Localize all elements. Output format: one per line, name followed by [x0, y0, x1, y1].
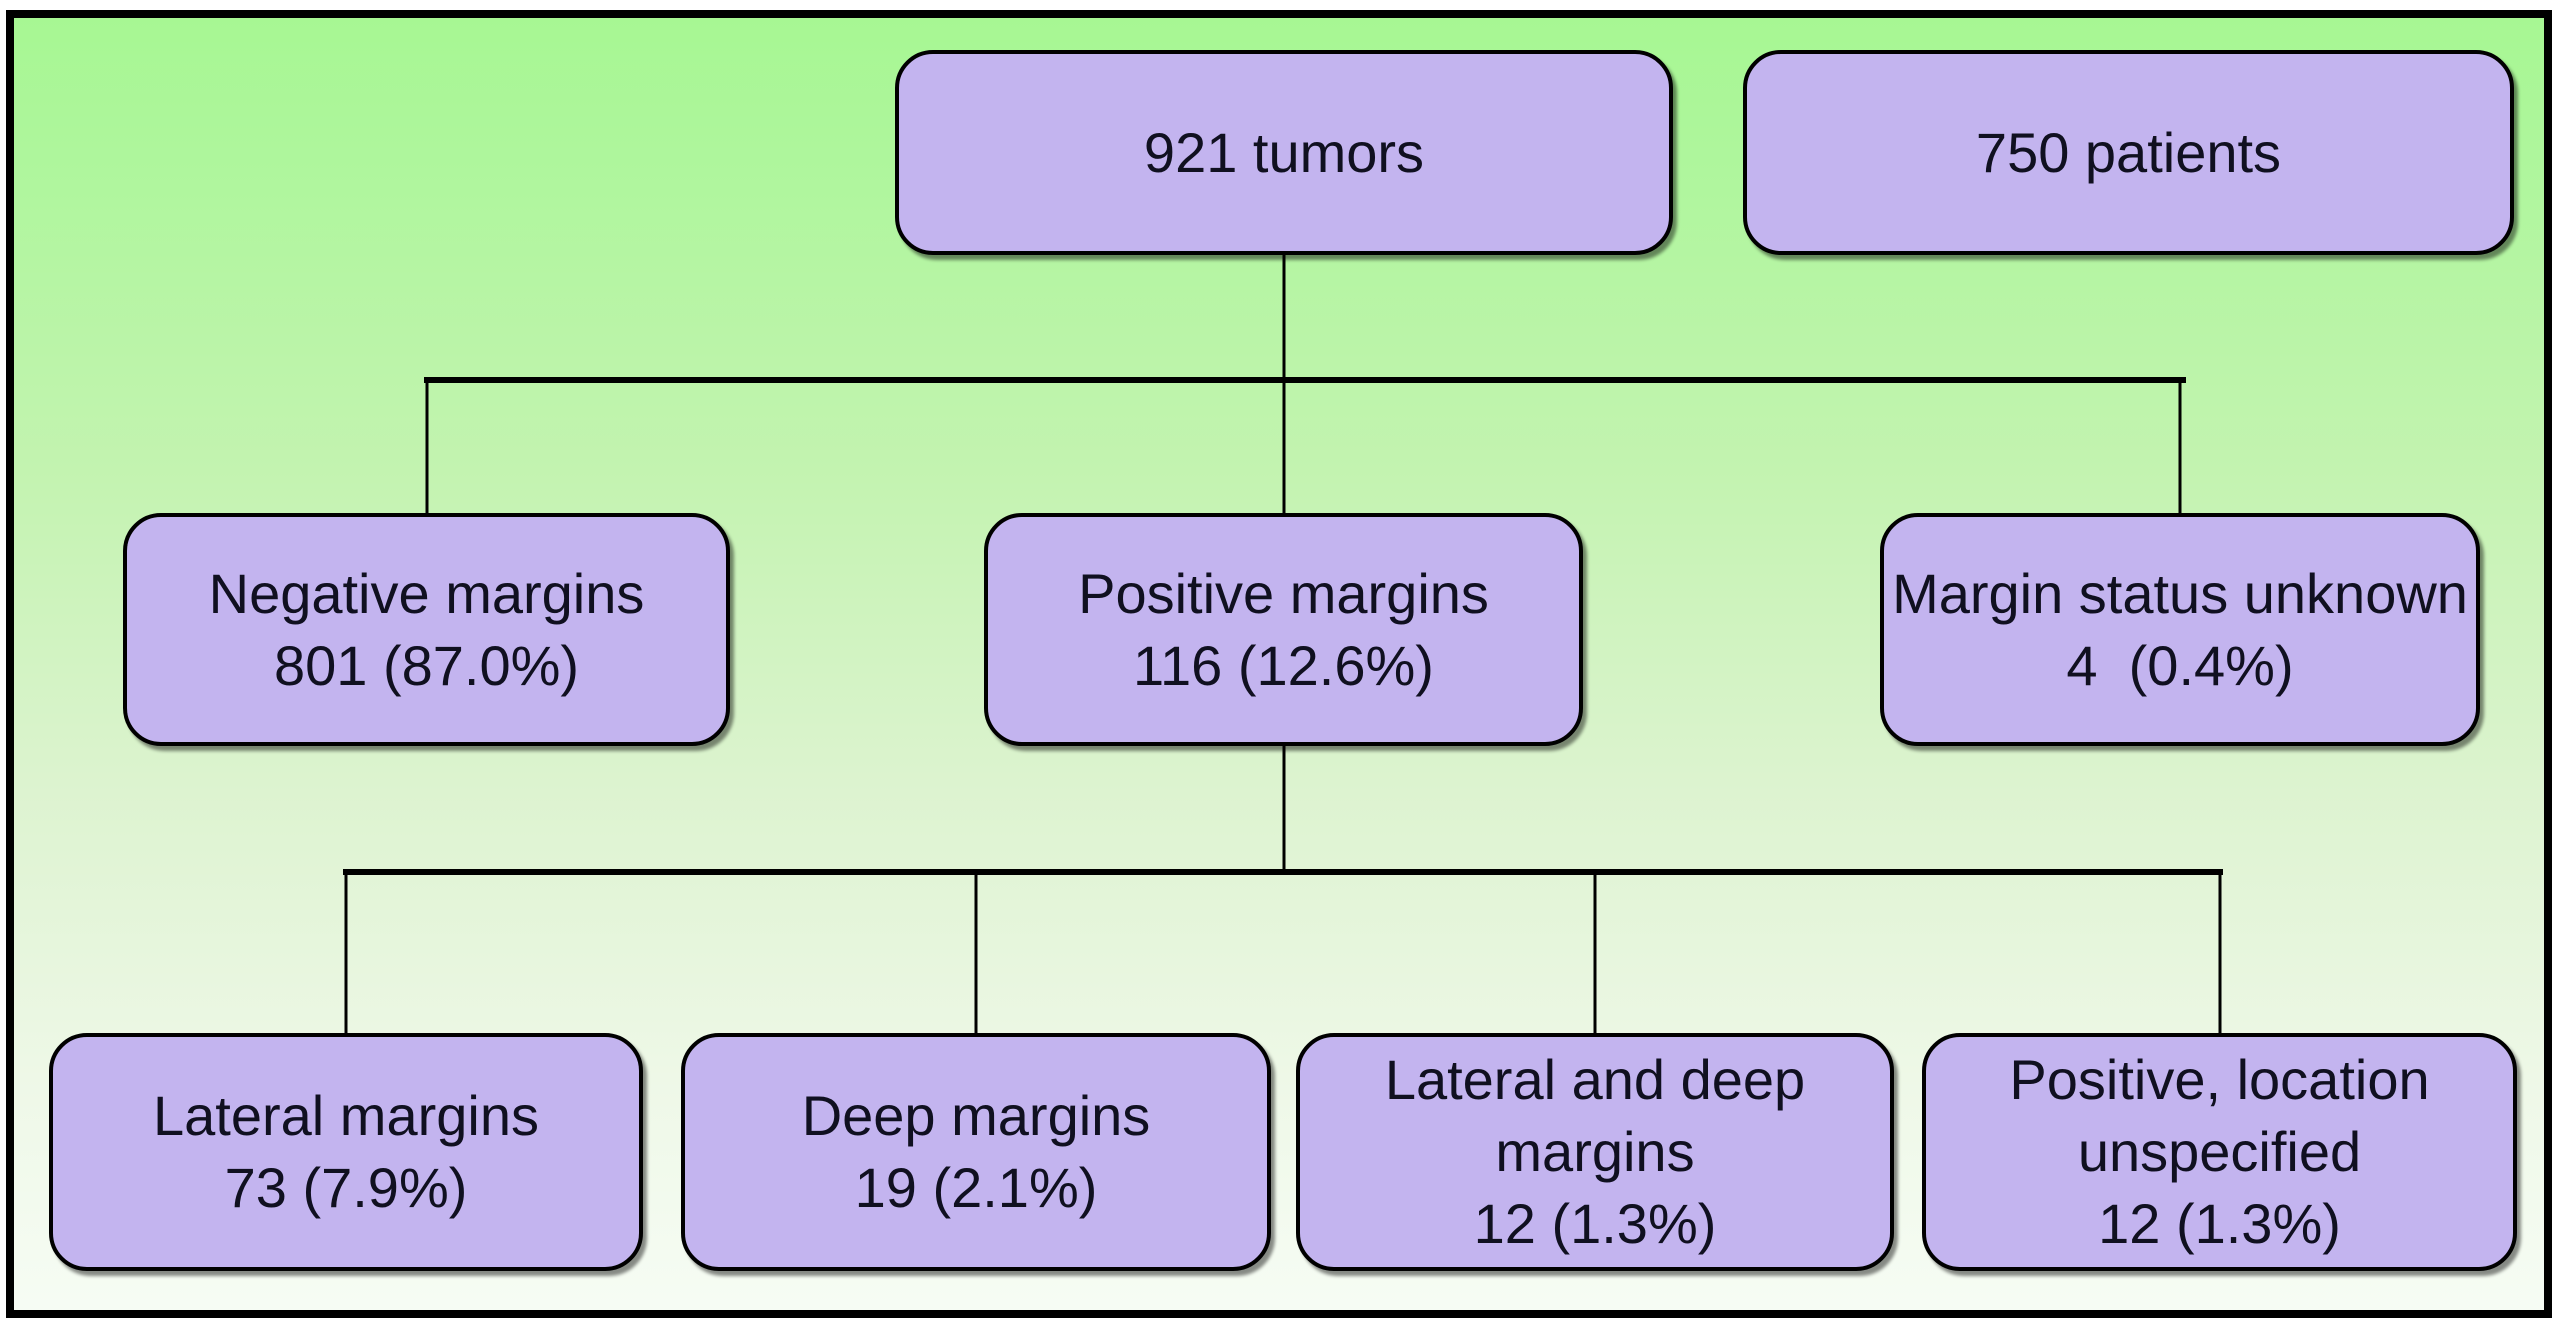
- node-lateral-and-deep-margins: Lateral and deep margins 12 (1.3%): [1296, 1033, 1894, 1271]
- node-negative-margins-value: 801 (87.0%): [273, 633, 580, 697]
- node-lateral-and-deep-margins-label: Lateral and deep margins: [1384, 1048, 1821, 1184]
- node-margin-status-unknown-value: 4 (0.4%): [2066, 633, 2294, 697]
- node-positive-margins: Positive margins 116 (12.6%): [984, 513, 1583, 746]
- node-deep-margins-label: Deep margins: [801, 1084, 1151, 1148]
- node-positive-margins-label: Positive margins: [1078, 561, 1489, 625]
- node-positive-location-unspecified: Positive, location unspecified 12 (1.3%): [1922, 1033, 2517, 1271]
- node-negative-margins: Negative margins 801 (87.0%): [123, 513, 730, 746]
- node-positive-location-unspecified-label: Positive, location unspecified: [2009, 1048, 2446, 1184]
- node-lateral-and-deep-margins-value: 12 (1.3%): [1473, 1191, 1717, 1255]
- node-lateral-margins-label: Lateral margins: [153, 1084, 539, 1148]
- node-tumors: 921 tumors: [895, 50, 1673, 255]
- node-deep-margins: Deep margins 19 (2.1%): [681, 1033, 1271, 1271]
- node-positive-margins-value: 116 (12.6%): [1133, 633, 1434, 697]
- node-margin-status-unknown-label: Margin status unknown: [1892, 561, 2468, 625]
- node-patients-label: 750 patients: [1975, 120, 2282, 184]
- node-patients: 750 patients: [1743, 50, 2514, 255]
- node-negative-margins-label: Negative margins: [208, 561, 645, 625]
- node-positive-location-unspecified-value: 12 (1.3%): [2098, 1191, 2341, 1255]
- node-lateral-margins-value: 73 (7.9%): [224, 1156, 468, 1219]
- node-lateral-margins: Lateral margins 73 (7.9%): [49, 1033, 643, 1271]
- node-tumors-label: 921 tumors: [1143, 120, 1425, 184]
- node-margin-status-unknown: Margin status unknown 4 (0.4%): [1880, 513, 2480, 746]
- node-deep-margins-value: 19 (2.1%): [854, 1156, 1098, 1219]
